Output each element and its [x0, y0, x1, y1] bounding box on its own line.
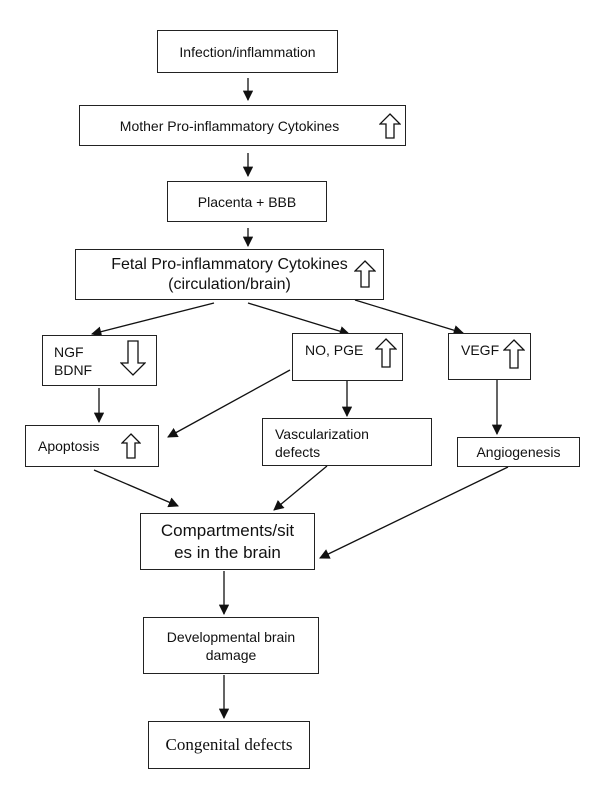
node-mother-cytokines: Mother Pro-inflammatory Cytokines [79, 105, 406, 146]
edge-apoptosis-compartments [93, 469, 179, 508]
node-label: NO, PGE [305, 342, 364, 358]
node-label: Infection/inflammation [179, 43, 316, 60]
node-label-line2: BDNF [54, 362, 93, 378]
increase-arrow-icon [503, 339, 525, 369]
node-label: VEGF [461, 342, 500, 358]
node-vascularization-defects: Vascularization defects [262, 418, 432, 466]
increase-arrow-icon [121, 433, 141, 459]
node-vegf: VEGF [448, 333, 531, 380]
node-label-line1: Fetal Pro-inflammatory Cytokines [111, 255, 348, 273]
node-label-line2: (circulation/brain) [168, 275, 291, 293]
node-label-line1: Developmental brain [166, 628, 296, 645]
edge-angio-compartments [319, 466, 509, 559]
edge-fetal-ngf [90, 302, 215, 337]
node-label: Apoptosis [38, 438, 100, 454]
node-placenta-bbb: Placenta + BBB [167, 181, 327, 222]
node-angiogenesis: Angiogenesis [457, 437, 580, 467]
node-label: Mother Pro-inflammatory Cytokines [119, 117, 340, 134]
increase-arrow-icon [379, 113, 401, 139]
node-label-line2: damage [205, 646, 257, 663]
node-label: Placenta + BBB [197, 193, 297, 210]
node-apoptosis: Apoptosis [25, 425, 159, 467]
node-label-line1: NGF [54, 344, 84, 360]
node-label-line2: es in the brain [174, 542, 281, 562]
node-label: Angiogenesis [476, 444, 561, 460]
edge-fetal-nopge [247, 302, 350, 337]
increase-arrow-icon [375, 338, 397, 368]
node-ngf-bdnf: NGF BDNF [42, 335, 157, 386]
increase-arrow-icon [354, 260, 376, 288]
node-label-line2: defects [275, 444, 321, 460]
node-label-line1: Vascularization [275, 426, 369, 442]
node-label: Congenital defects [165, 735, 293, 754]
decrease-arrow-icon [120, 340, 146, 376]
edge-vasc-compartments [273, 465, 328, 511]
node-no-pge: NO, PGE [292, 333, 403, 381]
node-fetal-cytokines: Fetal Pro-inflammatory Cytokines (circul… [75, 249, 384, 300]
node-infection: Infection/inflammation [157, 30, 338, 73]
edge-nopge-apoptosis [167, 369, 291, 438]
node-congenital-defects: Congenital defects [148, 721, 310, 769]
node-developmental-brain-damage: Developmental brain damage [143, 617, 319, 674]
node-compartments: Compartments/sit es in the brain [140, 513, 315, 570]
edge-fetal-vegf [354, 299, 464, 336]
node-label-line1: Compartments/sit [160, 520, 295, 540]
